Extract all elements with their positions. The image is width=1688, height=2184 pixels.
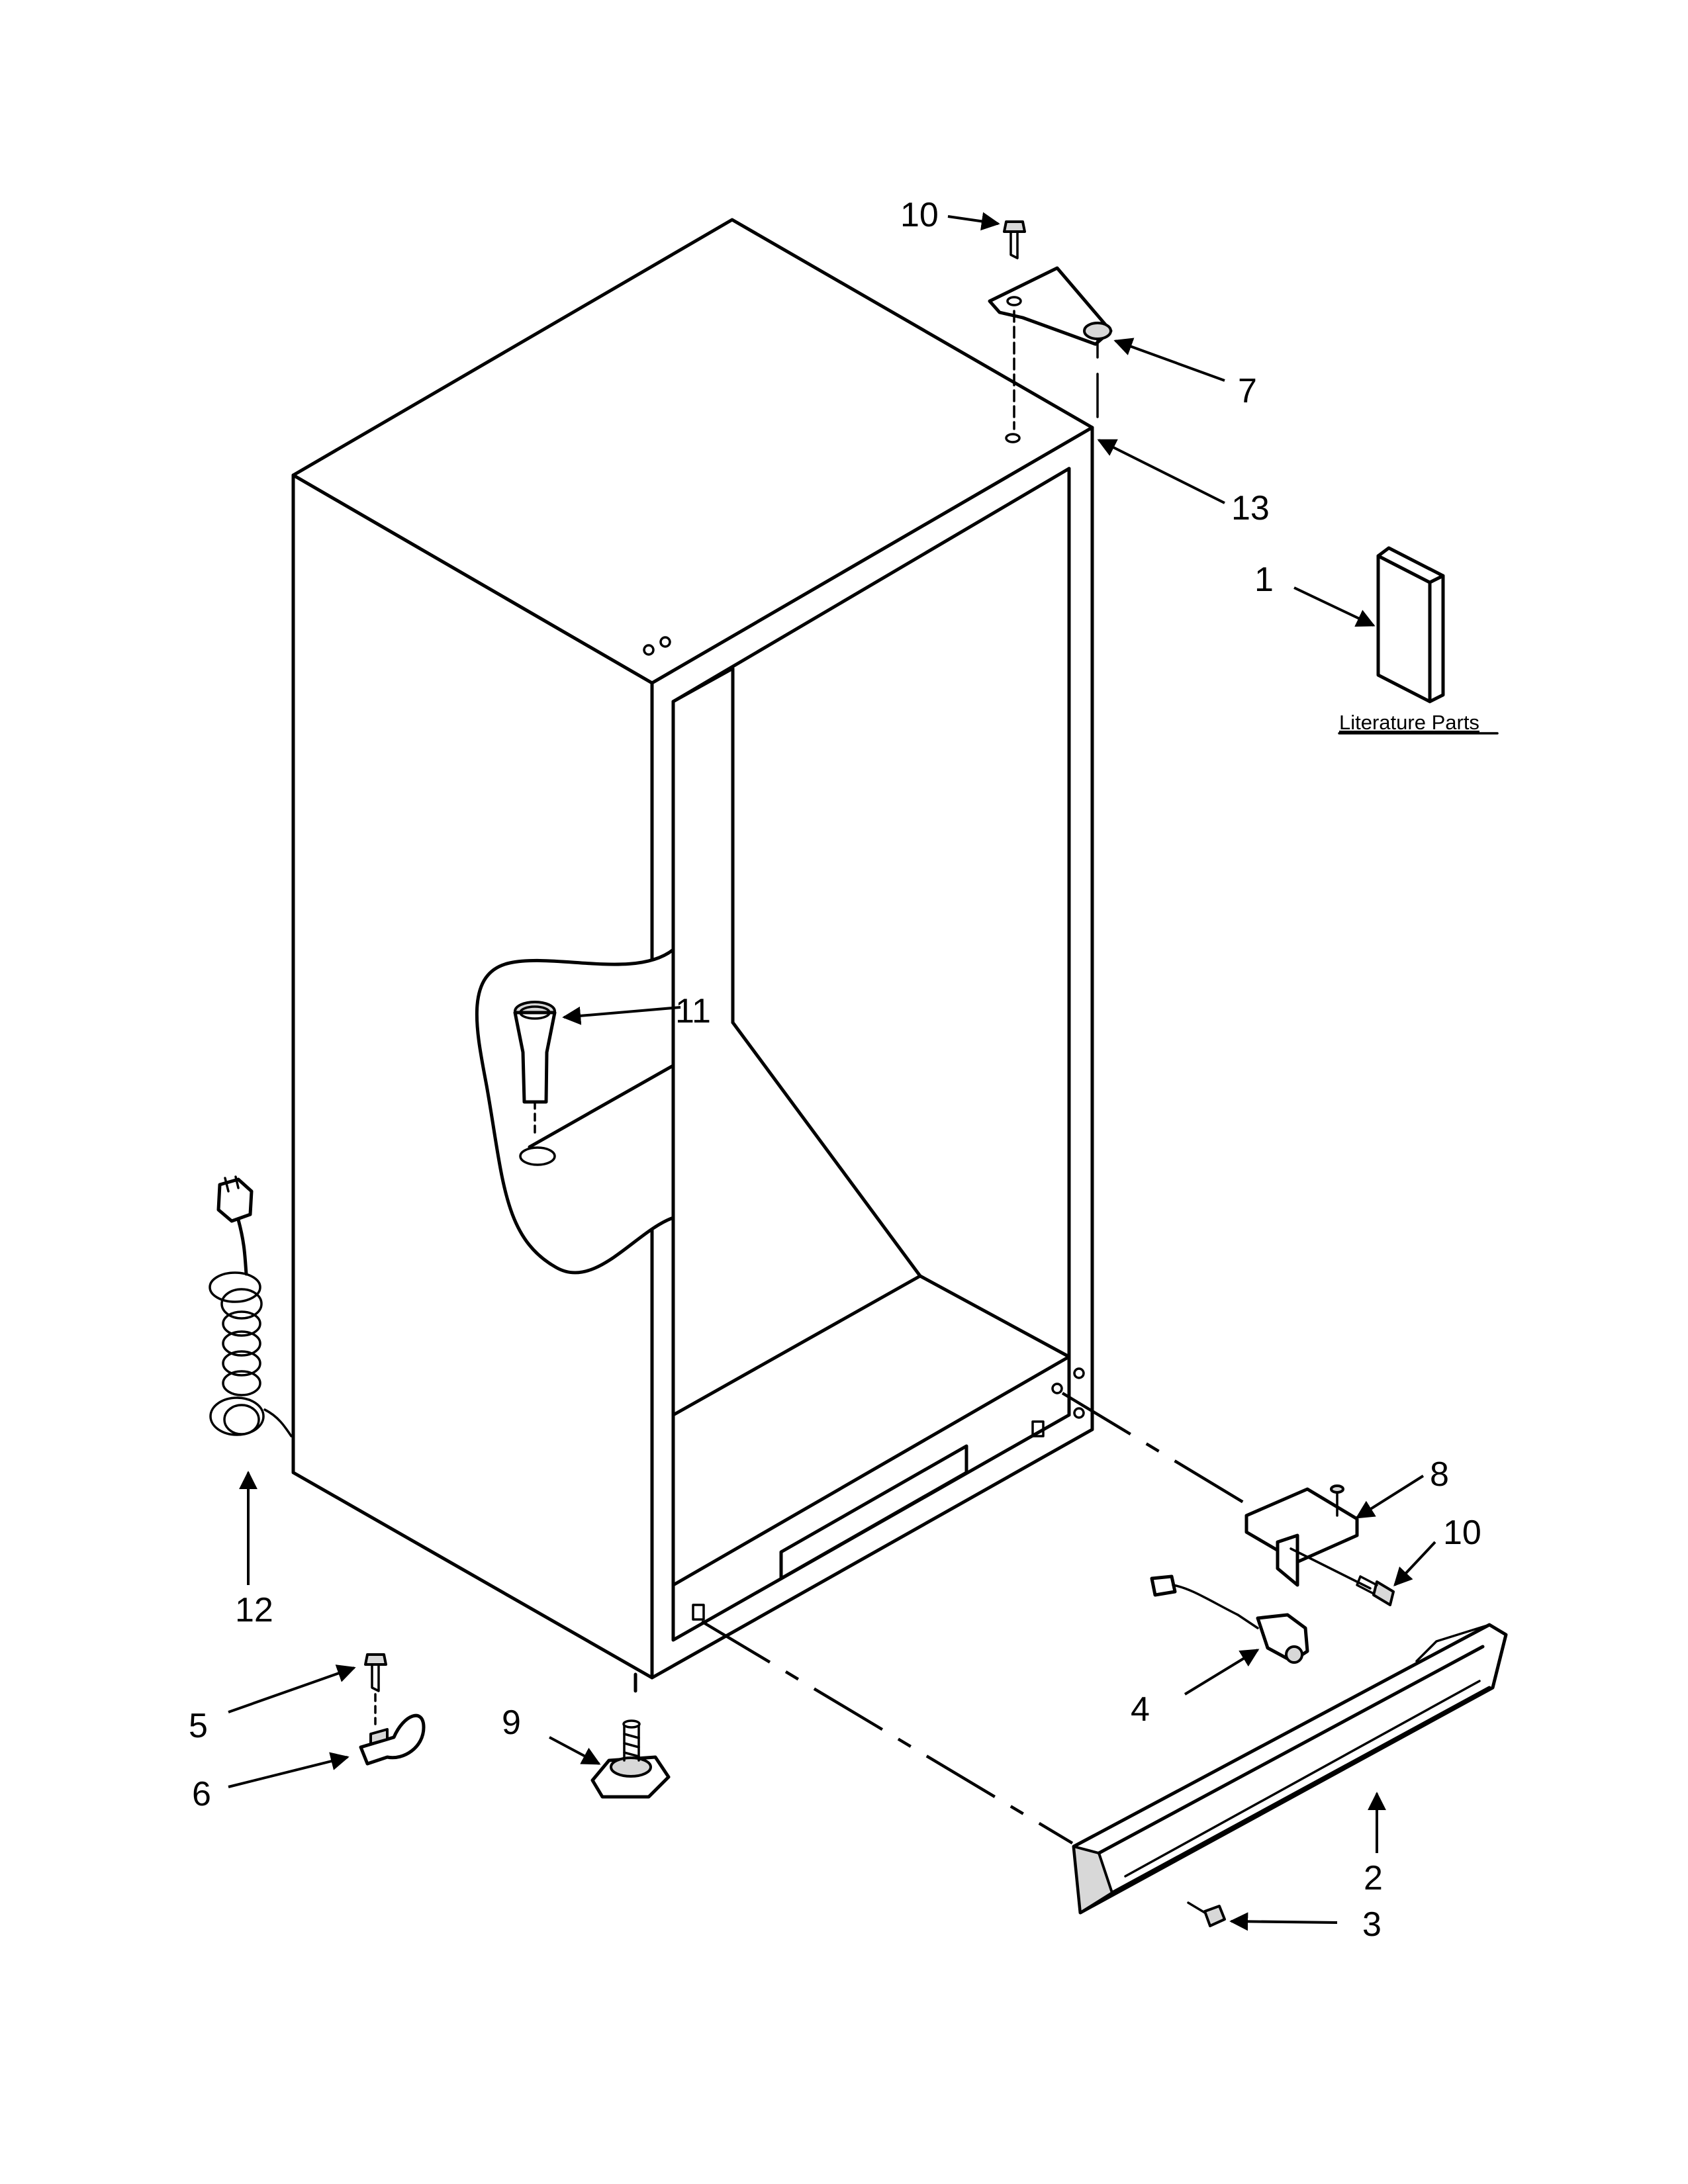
screw-top bbox=[1003, 220, 1026, 259]
hinge-hole-c bbox=[1051, 1383, 1063, 1394]
liner-lower-shelf bbox=[671, 1274, 922, 1417]
callout-10-right: 10 bbox=[1443, 1514, 1481, 1552]
callout-2: 2 bbox=[1364, 1859, 1383, 1897]
top-hinge-hole bbox=[1005, 433, 1021, 443]
liner-kick-top bbox=[671, 1355, 1071, 1587]
top-hole-a bbox=[643, 644, 655, 656]
dash-hinge-screw bbox=[1289, 1547, 1372, 1590]
callout-12: 12 bbox=[235, 1591, 273, 1629]
cabinet bbox=[291, 218, 1094, 1693]
callout-7: 7 bbox=[1238, 372, 1257, 410]
callout-1: 1 bbox=[1254, 561, 1274, 599]
dash-grille bbox=[700, 1620, 1074, 1844]
drain-tube bbox=[513, 1001, 557, 1166]
literature-book bbox=[1376, 546, 1445, 704]
literature-parts-label: Literature Parts bbox=[1339, 711, 1479, 734]
hinge-hole-b bbox=[1073, 1407, 1085, 1419]
square-hole-left bbox=[692, 1604, 705, 1621]
bottom-hinge bbox=[1244, 1484, 1359, 1587]
screw-grille bbox=[1187, 1901, 1226, 1927]
cord-clamp bbox=[359, 1713, 426, 1766]
screw-hinge bbox=[1356, 1575, 1395, 1606]
square-hole-right bbox=[1031, 1420, 1045, 1437]
liner-left-wall bbox=[671, 666, 735, 1024]
top-hinge bbox=[988, 266, 1113, 430]
power-cord bbox=[209, 1175, 293, 1437]
callout-5: 5 bbox=[189, 1707, 208, 1745]
callout-10-top: 10 bbox=[900, 196, 939, 234]
callout-3: 3 bbox=[1362, 1905, 1382, 1944]
top-hole-b bbox=[659, 636, 671, 648]
callout-11: 11 bbox=[675, 992, 711, 1030]
callout-4: 4 bbox=[1131, 1690, 1150, 1729]
vent-slot bbox=[779, 1444, 968, 1580]
callout-9: 9 bbox=[502, 1704, 521, 1742]
hinge-hole-a bbox=[1073, 1367, 1085, 1379]
callout-6: 6 bbox=[192, 1775, 211, 1813]
screw-clamp bbox=[364, 1653, 387, 1725]
callout-8: 8 bbox=[1430, 1455, 1449, 1494]
door-switch bbox=[1150, 1574, 1309, 1664]
toe-grille bbox=[1072, 1623, 1508, 1915]
cutaway-floor bbox=[528, 1064, 675, 1149]
dash-hinge bbox=[1061, 1392, 1256, 1510]
leveling-leg bbox=[590, 1719, 671, 1799]
callout-13: 13 bbox=[1231, 489, 1270, 527]
